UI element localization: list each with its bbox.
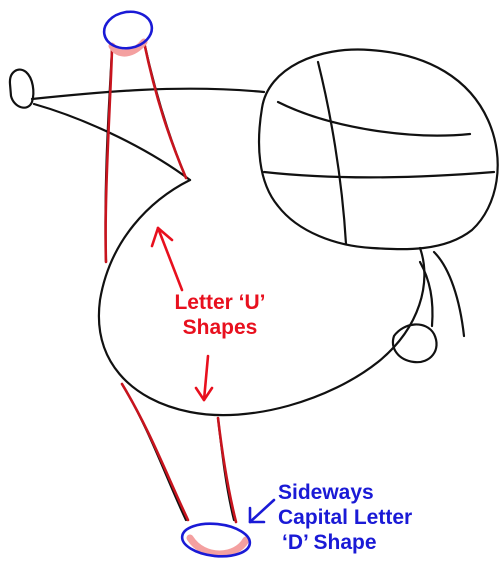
hand-oval [8,68,35,109]
body-sketch [8,40,499,522]
head-horizontal-line [276,100,472,137]
head-horizontal-line-2 [262,170,496,179]
red-arrows [150,226,214,402]
d-shape-label-line-1: Sideways [278,481,374,504]
back-leg-line-2 [418,260,434,328]
blue-arrow-shaft [248,498,276,524]
torso-oval [97,178,426,417]
d-shape-label: Sideways Capital Letter ‘D’ Shape [278,480,488,555]
arm-upper-line [30,87,266,101]
blue-arrow-head [248,506,266,524]
d-shape-label-line-2: Capital Letter [278,506,413,529]
blue-arrow [248,498,276,524]
lower-d-pink [186,534,250,558]
foot-circle [391,323,438,364]
upper-arrow-shaft [156,226,184,292]
lower-leg-black-1 [120,382,188,522]
head-vertical-line [316,60,348,246]
u-shapes-red [104,40,238,524]
upper-u-shape [104,40,188,264]
head-circle [257,48,499,251]
d-shape-label-line-3: ‘D’ Shape [282,531,377,554]
lower-d-oval [180,522,252,558]
upper-d-oval [102,10,154,50]
u-shapes-label-line-1: Letter ‘U’ [174,291,266,314]
u-shapes-label: Letter ‘U’ Shapes [150,290,290,340]
u-shapes-label-line-2: Shapes [182,316,258,339]
d-shapes-blue [102,10,252,558]
upper-arrow-head [150,226,174,248]
lower-arrow-head [194,386,214,402]
upper-leg-black-2 [142,40,188,180]
arm-lower-line [32,102,192,182]
lower-u-shape [120,382,238,524]
back-leg-line [432,250,466,338]
lower-arrow-shaft [202,354,210,402]
